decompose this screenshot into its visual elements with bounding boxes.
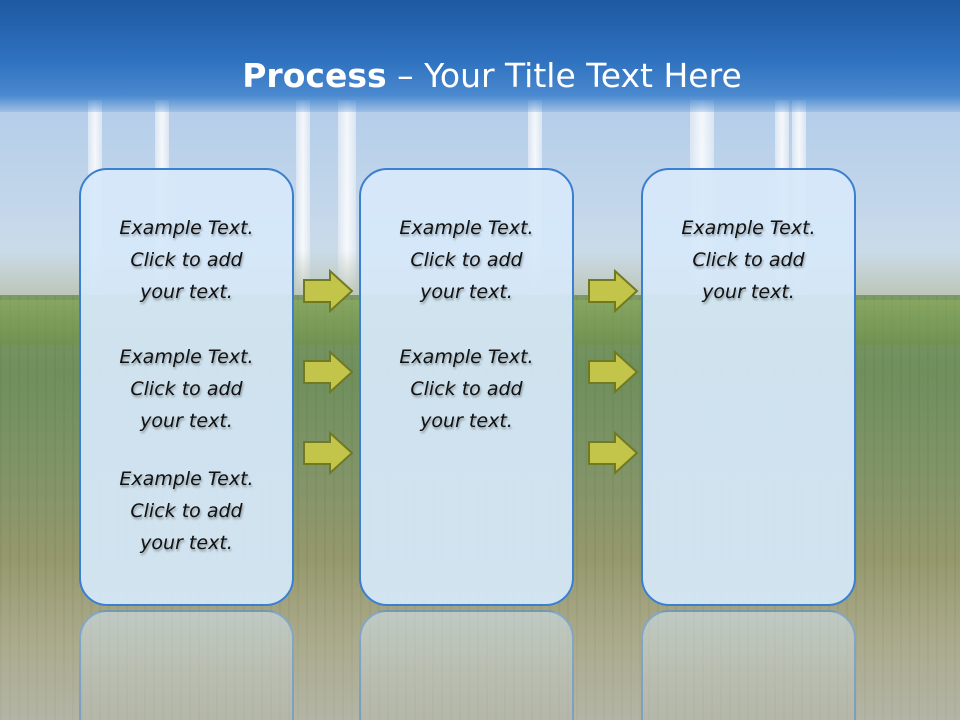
process-step-box-1[interactable]: Example Text. Click to add your text. Ex…: [79, 168, 294, 606]
step-1-text-2[interactable]: Example Text. Click to add your text.: [81, 341, 292, 437]
process-step-box-3[interactable]: Example Text. Click to add your text.: [641, 168, 856, 606]
text-line: Example Text.: [399, 217, 534, 239]
text-line: your text.: [140, 281, 233, 303]
text-line: your text.: [420, 281, 513, 303]
slide-title[interactable]: Process – Your Title Text Here: [0, 54, 960, 98]
step-1-text-1[interactable]: Example Text. Click to add your text.: [81, 212, 292, 308]
step-1-text-3[interactable]: Example Text. Click to add your text.: [81, 463, 292, 559]
right-arrow-icon[interactable]: [302, 431, 354, 475]
title-rest-text: – Your Title Text Here: [397, 56, 742, 95]
text-line: Example Text.: [119, 346, 254, 368]
title-bar: [0, 0, 960, 112]
box-reflection: [359, 610, 574, 720]
text-line: Example Text.: [681, 217, 816, 239]
process-step-box-2[interactable]: Example Text. Click to add your text. Ex…: [359, 168, 574, 606]
step-3-text-1[interactable]: Example Text. Click to add your text.: [643, 212, 854, 308]
text-line: Click to add: [410, 249, 523, 271]
text-line: Click to add: [130, 249, 243, 271]
title-bold-text: Process: [242, 56, 387, 95]
step-2-text-2[interactable]: Example Text. Click to add your text.: [361, 341, 572, 437]
text-line: your text.: [140, 532, 233, 554]
step-2-text-1[interactable]: Example Text. Click to add your text.: [361, 212, 572, 308]
right-arrow-icon[interactable]: [587, 350, 639, 394]
box-reflection: [79, 610, 294, 720]
text-line: your text.: [420, 410, 513, 432]
text-line: Example Text.: [119, 468, 254, 490]
right-arrow-icon[interactable]: [587, 269, 639, 313]
right-arrow-icon[interactable]: [302, 269, 354, 313]
text-line: your text.: [140, 410, 233, 432]
text-line: Example Text.: [119, 217, 254, 239]
text-line: Example Text.: [399, 346, 534, 368]
text-line: Click to add: [130, 378, 243, 400]
box-reflection: [641, 610, 856, 720]
text-line: your text.: [702, 281, 795, 303]
text-line: Click to add: [410, 378, 523, 400]
right-arrow-icon[interactable]: [587, 431, 639, 475]
text-line: Click to add: [130, 500, 243, 522]
right-arrow-icon[interactable]: [302, 350, 354, 394]
text-line: Click to add: [692, 249, 805, 271]
